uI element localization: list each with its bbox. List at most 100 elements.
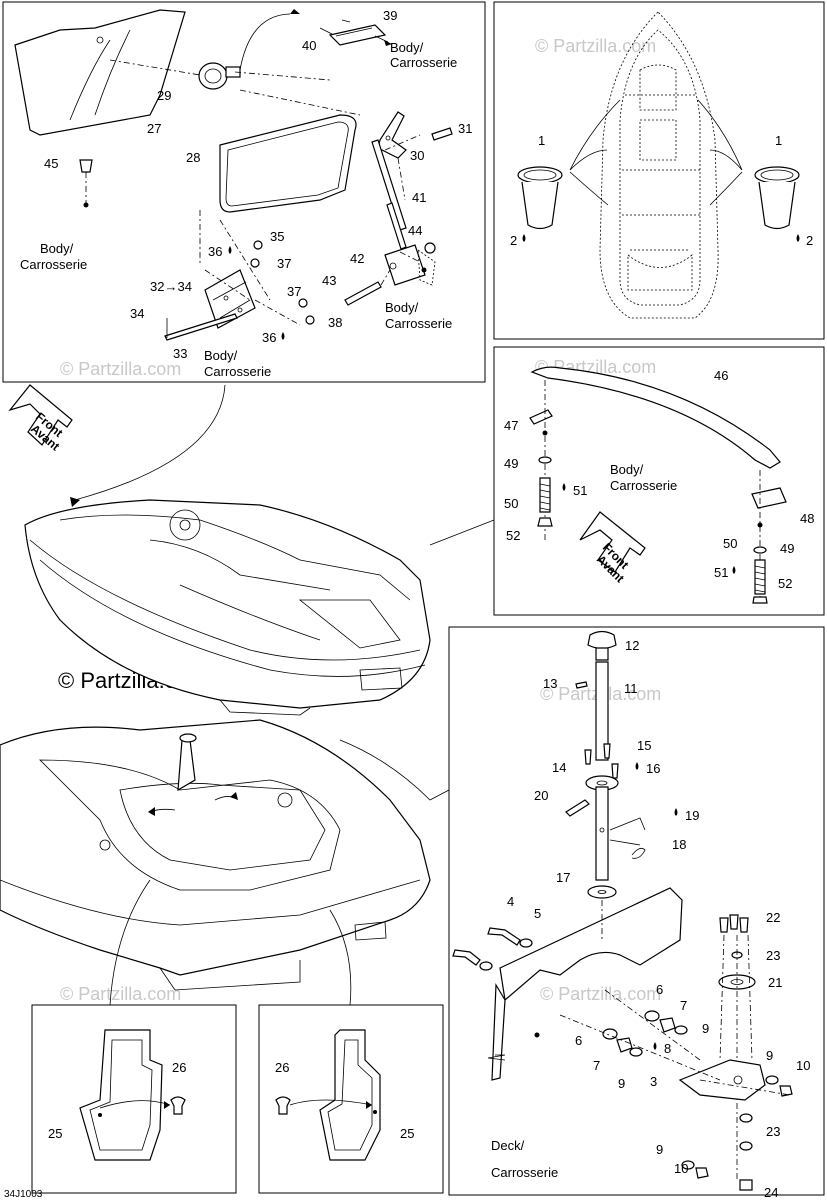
pole-base-washer — [587, 885, 617, 899]
mounting-bracket — [79, 1029, 163, 1161]
callout-49: 49 — [780, 541, 794, 556]
callout-52: 52 — [506, 528, 520, 543]
panel-detail-left — [31, 1004, 237, 1194]
callout-21: 21 — [768, 975, 782, 990]
callout-15: 15 — [637, 738, 651, 753]
hinge-plate — [204, 269, 256, 329]
pole-sleeve — [595, 786, 609, 881]
callout-2: 2 — [806, 233, 813, 248]
callout-9: 9 — [766, 1048, 773, 1063]
glove-box-lid — [14, 9, 186, 136]
watermark: © Partzilla.com — [535, 36, 656, 56]
callout-25: 25 — [400, 1126, 414, 1141]
callout-6: 6 — [575, 1033, 582, 1048]
callout-44: 44 — [408, 223, 422, 238]
pole-knob — [587, 630, 617, 650]
callout-26: 26 — [275, 1060, 289, 1075]
callout-41: 41 — [412, 190, 426, 205]
grab-handle — [530, 366, 781, 469]
hinge-rod — [164, 313, 238, 341]
callout-38: 38 — [328, 315, 342, 330]
support-bracket — [678, 1059, 766, 1101]
lubricant-icon — [635, 762, 639, 770]
screw — [431, 127, 453, 141]
callout-28: 28 — [186, 150, 200, 165]
figure-code: 34J1003 — [4, 1189, 43, 1200]
callout-3: 3 — [650, 1074, 657, 1089]
deck-ref-label: Carrosserie — [491, 1165, 558, 1180]
callout-36: 36 — [262, 330, 276, 345]
callout-11: 11 — [624, 681, 638, 696]
front-arrow — [579, 511, 646, 573]
handle-gasket — [751, 487, 787, 509]
callout-26: 26 — [172, 1060, 186, 1075]
callout-42: 42 — [350, 251, 364, 266]
steering-wheel — [169, 509, 201, 541]
lubricant-icon — [522, 234, 526, 242]
callout-9: 9 — [618, 1076, 625, 1091]
front-arrow — [8, 384, 73, 446]
callout-14: 14 — [552, 760, 566, 775]
callout-2: 2 — [510, 233, 517, 248]
callout-35: 35 — [270, 229, 284, 244]
threaded-stud — [539, 477, 551, 513]
body-ref-label: Body/ — [204, 348, 238, 363]
deck-plate — [499, 887, 683, 1002]
callout-46: 46 — [714, 368, 728, 383]
body-ref-label: Carrosserie — [20, 257, 87, 272]
callout-22: 22 — [766, 910, 780, 925]
boat-hull — [24, 499, 431, 709]
callout-31: 31 — [458, 121, 472, 136]
pivot-pin — [344, 281, 382, 306]
callout-9: 9 — [656, 1142, 663, 1157]
callout-9: 9 — [702, 1021, 709, 1036]
cup-holder — [517, 166, 563, 184]
boat-stern — [0, 719, 431, 976]
lubricant-icon — [674, 808, 678, 816]
panel-pole — [448, 626, 825, 1196]
body-ref-label: Carrosserie — [390, 55, 457, 70]
watermark: © Partzilla.com — [540, 984, 661, 1004]
callout-29: 29 — [157, 88, 171, 103]
deck-ref-label: Deck/ — [491, 1138, 525, 1153]
callout-10: 10 — [796, 1058, 810, 1073]
rivet — [170, 1096, 186, 1115]
watermark: © Partzilla.com — [60, 984, 181, 1004]
lubricant-icon — [732, 566, 736, 574]
callout-37: 37 — [277, 256, 291, 271]
body-ref-label: Carrosserie — [610, 478, 677, 493]
callout-18: 18 — [672, 837, 686, 852]
callout-7: 7 — [593, 1058, 600, 1073]
body-ref-label: Body/ — [40, 241, 74, 256]
lid-handle — [328, 24, 387, 46]
panel-detail-right — [258, 1004, 444, 1194]
callout-20: 20 — [534, 788, 548, 803]
callout-25: 25 — [48, 1126, 62, 1141]
callout-16: 16 — [646, 761, 660, 776]
panel-top-right — [493, 1, 825, 340]
callout-36: 36 — [208, 244, 222, 259]
callout-40: 40 — [302, 38, 316, 53]
callout-27: 27 — [147, 121, 161, 136]
bolt — [452, 949, 481, 966]
cup-holder — [754, 166, 800, 184]
callout-48: 48 — [800, 511, 814, 526]
callout-23: 23 — [766, 1124, 780, 1139]
lubricant-icon — [796, 234, 800, 242]
callout-37: 37 — [287, 284, 301, 299]
callout-1: 1 — [538, 133, 545, 148]
callout-5: 5 — [534, 906, 541, 921]
panel-top-left — [2, 1, 486, 383]
boat-top-view — [599, 11, 719, 319]
rivet — [275, 1096, 291, 1115]
bolt — [487, 927, 521, 946]
push-fastener — [79, 159, 93, 173]
callout-23: 23 — [766, 948, 780, 963]
lubricant-icon — [653, 1042, 657, 1050]
callout-50: 50 — [504, 496, 518, 511]
strut-bracket — [384, 244, 426, 286]
callout-50: 50 — [723, 536, 737, 551]
callout-51: 51 — [573, 483, 587, 498]
callout-12: 12 — [625, 638, 639, 653]
